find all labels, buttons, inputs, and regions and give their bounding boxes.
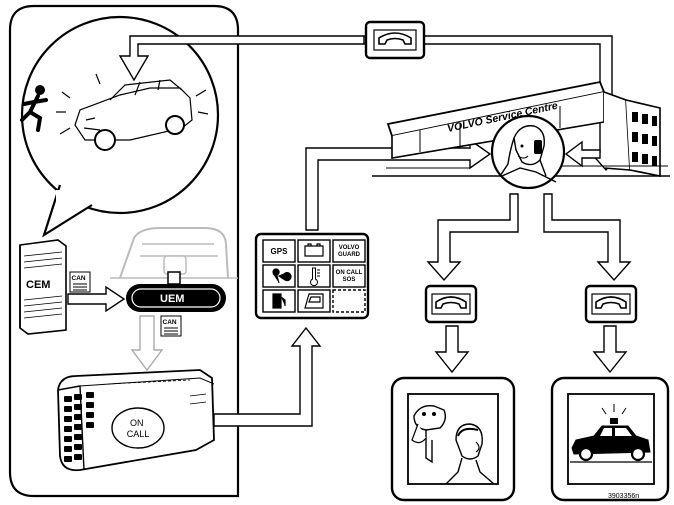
- cem-label: CEM: [26, 279, 50, 291]
- airbag-icon: [262, 264, 296, 288]
- arrow-into-operator-right: [564, 140, 601, 168]
- uem-label: UEM: [160, 293, 184, 305]
- operator-headset-icon: [499, 125, 557, 183]
- panel-icon-airbag: [272, 268, 292, 284]
- telephone-handset-icon-right: [595, 296, 627, 309]
- panel-cell-text: SOS: [343, 277, 356, 283]
- battery-icon: [297, 239, 331, 263]
- fuel-pump-icon: [262, 289, 296, 313]
- arrow-uem-to-oncall: [130, 315, 164, 372]
- operator-circle: [490, 114, 566, 190]
- arrow-operator-to-right-branch: [543, 193, 632, 282]
- stolen-car-icon: [56, 73, 209, 151]
- arrow-cem-to-uem: [67, 285, 126, 313]
- arrow-to-police-box: [592, 325, 628, 374]
- police-car-icon: [570, 404, 652, 463]
- panel-icon-fuel: [272, 293, 286, 309]
- car-key-icon: [411, 405, 447, 464]
- panel-cell-text: GPS: [271, 247, 289, 256]
- telephone-handset-icon-left: [435, 296, 467, 309]
- panel-icon-car-door: [304, 293, 324, 309]
- cem-module: CEM: [19, 239, 67, 335]
- owner-notification-box: [390, 376, 516, 502]
- panel-icon-battery: [304, 243, 324, 257]
- can-badge-a: CAN: [69, 271, 91, 293]
- running-thief-icon: [20, 85, 48, 132]
- panel-cell-text: ON CALL: [336, 270, 363, 276]
- on-call-device: ON CALL: [57, 369, 215, 472]
- police-notification-box: [550, 376, 670, 502]
- roof-console: [110, 227, 238, 279]
- phone-box-right: [584, 284, 638, 324]
- panel-cell-text: GUARD: [338, 252, 361, 258]
- phone-box-left: [424, 284, 478, 324]
- arrow-to-owner-box: [434, 325, 470, 374]
- phone-box-top: [364, 20, 426, 60]
- can-label-b: CAN: [163, 319, 177, 326]
- car-door-icon: [297, 289, 331, 313]
- arrow-centre-to-car: [118, 35, 365, 82]
- panel-cell-gps: GPS: [262, 239, 296, 263]
- arrow-oncall-to-panel: [213, 326, 322, 427]
- panel-cell-text: VOLVO: [339, 245, 360, 251]
- can-badge-b: CAN: [160, 315, 182, 337]
- panel-cell-empty: [332, 289, 366, 313]
- telephone-handset-icon: [378, 32, 412, 45]
- person-owner-icon: [445, 423, 495, 485]
- thermometer-icon: [297, 264, 331, 288]
- figure-id: 3903356n: [608, 493, 639, 500]
- on-call-label: ON CALL: [127, 418, 150, 439]
- alarm-scene-bubble: [20, 15, 220, 238]
- uem-mirror: UEM: [126, 271, 226, 312]
- can-label-a: CAN: [72, 275, 86, 282]
- arrow-panel-to-centre: [305, 138, 492, 231]
- panel-icon-thermometer: [310, 267, 320, 287]
- keypad-buttons: [64, 392, 94, 462]
- arrow-right-top-segment: [423, 35, 624, 172]
- arrow-operator-to-left-branch: [426, 193, 519, 282]
